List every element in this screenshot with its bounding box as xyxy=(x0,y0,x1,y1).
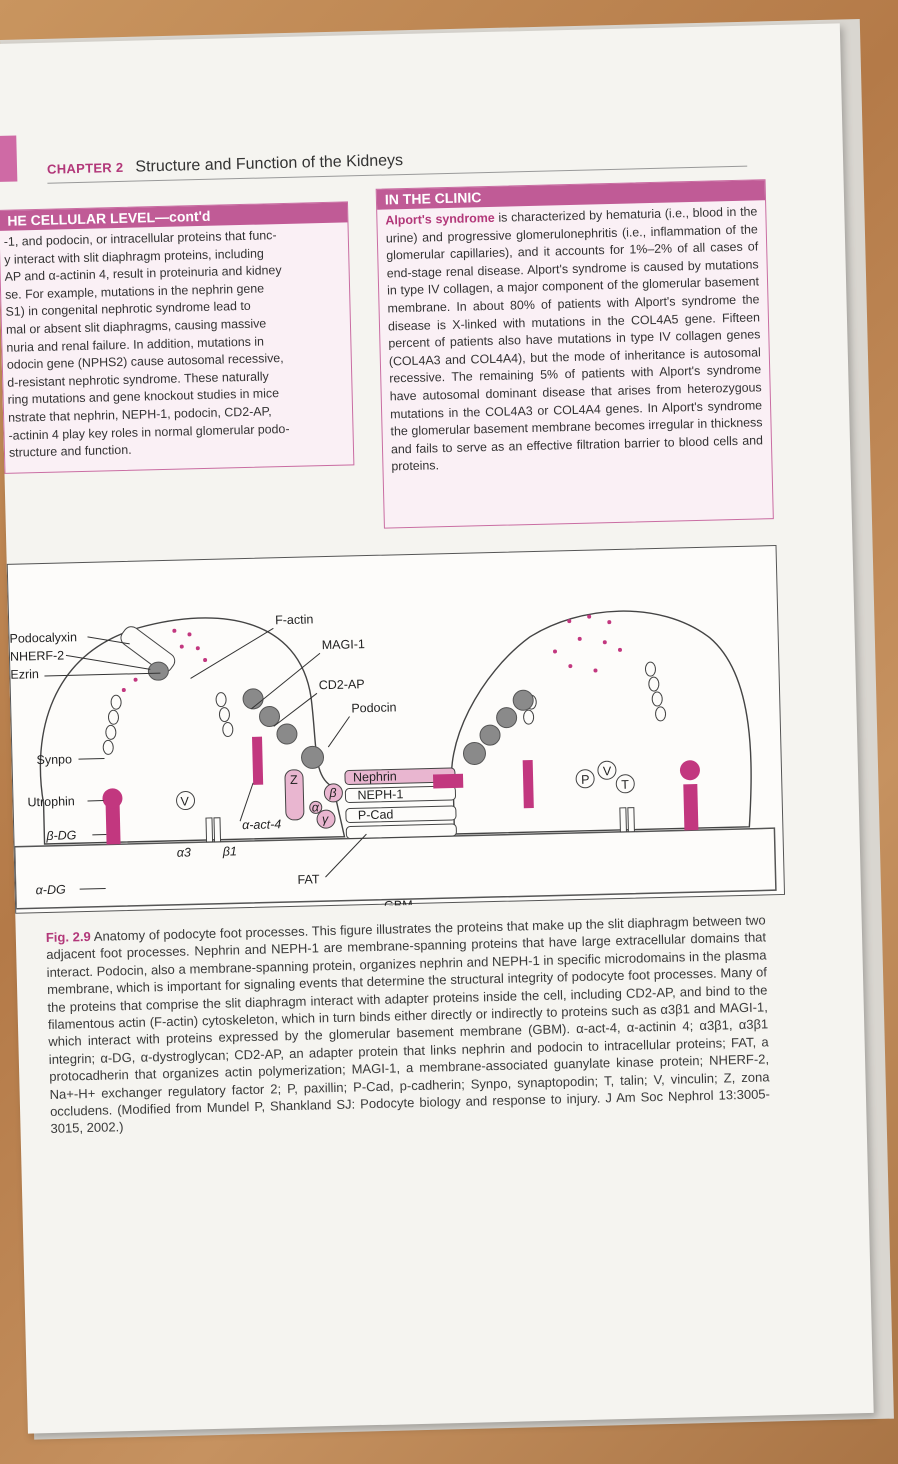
cellular-level-text: -1, and podocin, or intracellular protei… xyxy=(3,228,290,460)
label-cd2ap: CD2-AP xyxy=(319,677,365,692)
label-alpha3: α3 xyxy=(177,845,191,859)
label-ezrin: Ezrin xyxy=(10,667,39,682)
label-nephrin: Nephrin xyxy=(353,769,397,784)
neph1-bar xyxy=(344,785,457,804)
label-magi1: MAGI-1 xyxy=(322,637,365,652)
figure-caption-text: Anatomy of podocyte foot processes. This… xyxy=(46,912,771,1137)
integrin-right xyxy=(619,807,635,833)
pcad-bar xyxy=(345,805,457,824)
alpha-catenin xyxy=(309,800,323,814)
actin-bead-chains xyxy=(102,661,667,755)
running-header: CHAPTER 2 Structure and Function of the K… xyxy=(46,143,748,184)
label-nherf2: NHERF-2 xyxy=(10,648,65,663)
chapter-title: Structure and Function of the Kidneys xyxy=(135,152,404,176)
utrophin-left xyxy=(102,788,123,809)
fat-bar xyxy=(345,823,457,840)
adapter-proteins xyxy=(242,688,534,769)
label-pcad: P-Cad xyxy=(358,807,394,822)
integrin-left xyxy=(205,817,222,843)
podocyte-diagram-svg: Podocalyxin NHERF-2 Ezrin F-actin MAGI-1… xyxy=(9,610,777,913)
label-podocin: Podocin xyxy=(351,700,397,715)
utrophin-right xyxy=(679,760,700,781)
cellular-level-box: HE CELLULAR LEVEL—cont'd -1, and podocin… xyxy=(0,201,355,474)
label-alpha-catenin: α xyxy=(312,800,320,814)
label-vinculin-left: V xyxy=(180,794,189,808)
dg-column-right xyxy=(683,784,699,831)
label-fat: FAT xyxy=(297,872,320,887)
label-beta1: β1 xyxy=(222,844,237,858)
book-page: CHAPTER 2 Structure and Function of the K… xyxy=(0,23,874,1434)
label-vinculin-right: V xyxy=(603,764,612,778)
label-gbm: GBM xyxy=(384,898,413,913)
label-beta-catenin: β xyxy=(328,786,336,800)
label-gamma-catenin: γ xyxy=(322,812,329,826)
podocalyxin-shape xyxy=(120,626,176,673)
figure-2-9-diagram: Podocalyxin NHERF-2 Ezrin F-actin MAGI-1… xyxy=(6,545,786,914)
actin-bar-right xyxy=(522,760,534,809)
in-the-clinic-text: Alport's syndrome is characterized by he… xyxy=(377,200,771,479)
in-the-clinic-body: is characterized by hematuria (i.e., blo… xyxy=(385,204,764,474)
label-synpo: Synpo xyxy=(36,752,72,767)
nephrin-tail xyxy=(432,773,464,789)
zo1-shape xyxy=(284,769,305,821)
right-foot-process xyxy=(450,610,752,835)
chapter-label: CHAPTER 2 xyxy=(46,159,124,177)
alport-term: Alport's syndrome xyxy=(385,210,495,228)
actin-bar-left xyxy=(252,736,264,785)
label-utrophin: Utrophin xyxy=(27,794,75,809)
label-zona-occludens: Z xyxy=(290,773,298,787)
label-alpha-dg: α-DG xyxy=(36,882,67,897)
in-the-clinic-box: IN THE CLINIC Alport's syndrome is chara… xyxy=(375,179,774,529)
vinculin-right xyxy=(597,760,617,780)
chapter-tab xyxy=(0,135,18,182)
leader-lines xyxy=(44,627,367,890)
vinculin-left xyxy=(176,791,196,811)
label-beta-dg: β-DG xyxy=(45,828,77,843)
paxillin-right xyxy=(575,769,595,789)
label-factin: F-actin xyxy=(275,612,314,627)
nherf2-shape xyxy=(147,661,169,681)
dg-column-left xyxy=(105,798,121,845)
beta-catenin xyxy=(323,783,343,803)
label-podocalyxin: Podocalyxin xyxy=(9,630,77,646)
talin-right xyxy=(615,774,635,794)
actin-dots-right xyxy=(553,614,622,673)
label-talin: T xyxy=(621,778,629,792)
label-neph1: NEPH-1 xyxy=(357,787,403,802)
figure-number: Fig. 2.9 xyxy=(45,928,91,945)
label-paxillin: P xyxy=(581,773,590,787)
gamma-catenin xyxy=(316,809,336,829)
figure-caption: Fig. 2.9 Anatomy of podocyte foot proces… xyxy=(46,911,771,1137)
gbm-layer xyxy=(13,827,777,910)
label-alpha-act4: α-act-4 xyxy=(242,817,281,832)
